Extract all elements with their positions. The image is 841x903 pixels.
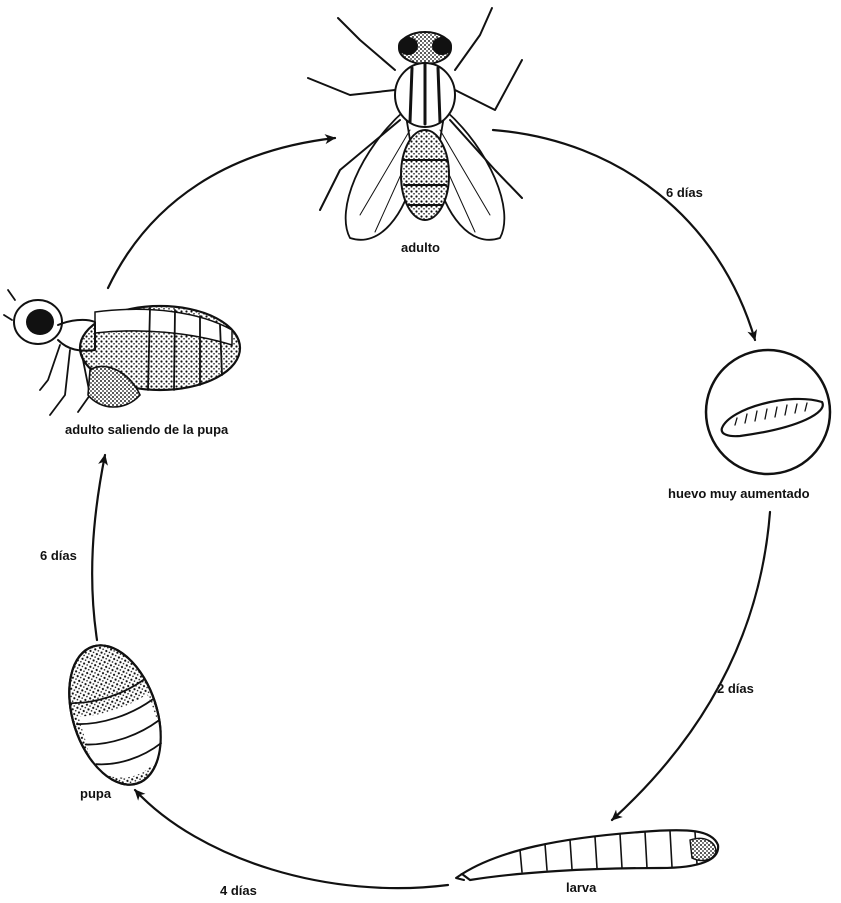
egg-magnified-illustration [706,350,830,474]
duration-larva-to-pupa: 4 días [220,883,257,898]
duration-pupa-to-emerging: 6 días [40,548,77,563]
arrow-larva-to-pupa [135,790,448,888]
label-larva: larva [566,880,597,895]
adult-fly-illustration [308,8,522,240]
arrow-emerging-to-adult [108,138,335,288]
arrow-egg-to-larva [612,512,770,820]
duration-egg-to-larva: 2 días [717,681,754,696]
larva-illustration [456,830,718,880]
arrow-adult-to-egg [493,130,755,340]
label-egg: huevo muy aumentado [668,486,810,501]
pupa-illustration [53,634,177,797]
label-adult: adulto [401,240,440,255]
label-pupa: pupa [80,786,112,801]
label-emerging-adult: adulto saliendo de la pupa [65,422,229,437]
duration-adult-to-egg: 6 días [666,185,703,200]
arrow-pupa-to-emerging [92,455,105,640]
emerging-adult-illustration [4,290,240,415]
